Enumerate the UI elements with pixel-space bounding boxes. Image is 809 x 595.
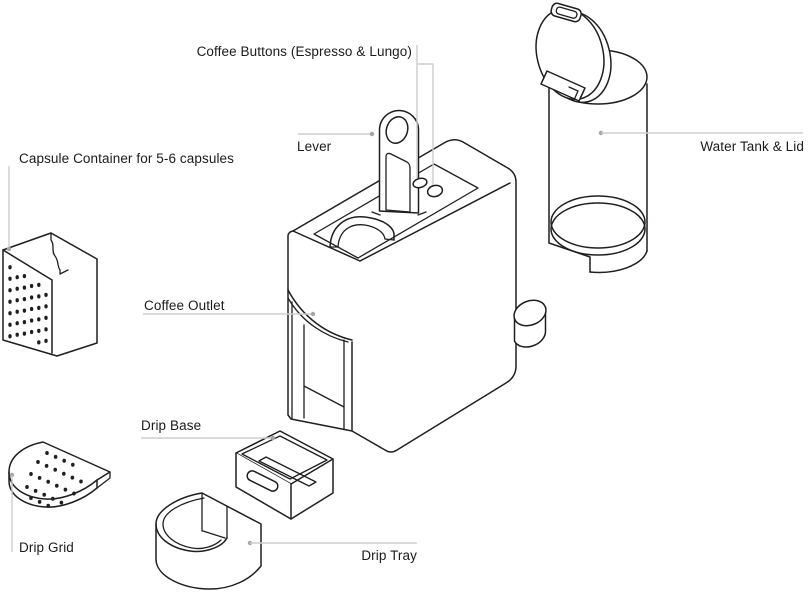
label-water-tank: Water Tank & Lid bbox=[700, 139, 804, 154]
leader-coffee-button-2 bbox=[417, 63, 434, 185]
tank-mount-knob-drawing bbox=[513, 299, 547, 348]
drip-tray-drawing bbox=[155, 492, 262, 590]
label-drip-grid: Drip Grid bbox=[19, 540, 74, 555]
leader-lines bbox=[6, 45, 803, 552]
capsule-container-perforations bbox=[8, 265, 48, 345]
label-coffee-buttons: Coffee Buttons (Espresso & Lungo) bbox=[197, 44, 412, 59]
drip-grid-holes bbox=[25, 451, 83, 508]
machine-body-drawing bbox=[287, 139, 517, 453]
label-drip-tray: Drip Tray bbox=[361, 548, 417, 563]
part-labels: Coffee Buttons (Espresso & Lungo) Lever … bbox=[19, 44, 804, 563]
label-capsule-container: Capsule Container for 5-6 capsules bbox=[19, 151, 234, 166]
drip-grid-drawing bbox=[8, 441, 111, 508]
drip-base-drawing bbox=[235, 430, 334, 520]
label-coffee-outlet: Coffee Outlet bbox=[144, 298, 225, 313]
capsule-container-drawing bbox=[2, 232, 98, 357]
lever-drawing bbox=[378, 109, 420, 214]
label-lever: Lever bbox=[297, 139, 332, 154]
tank-lid-drawing bbox=[535, 2, 612, 104]
label-drip-base: Drip Base bbox=[141, 418, 201, 433]
water-tank-drawing bbox=[535, 2, 648, 274]
coffee-buttons-drawing bbox=[412, 177, 444, 198]
